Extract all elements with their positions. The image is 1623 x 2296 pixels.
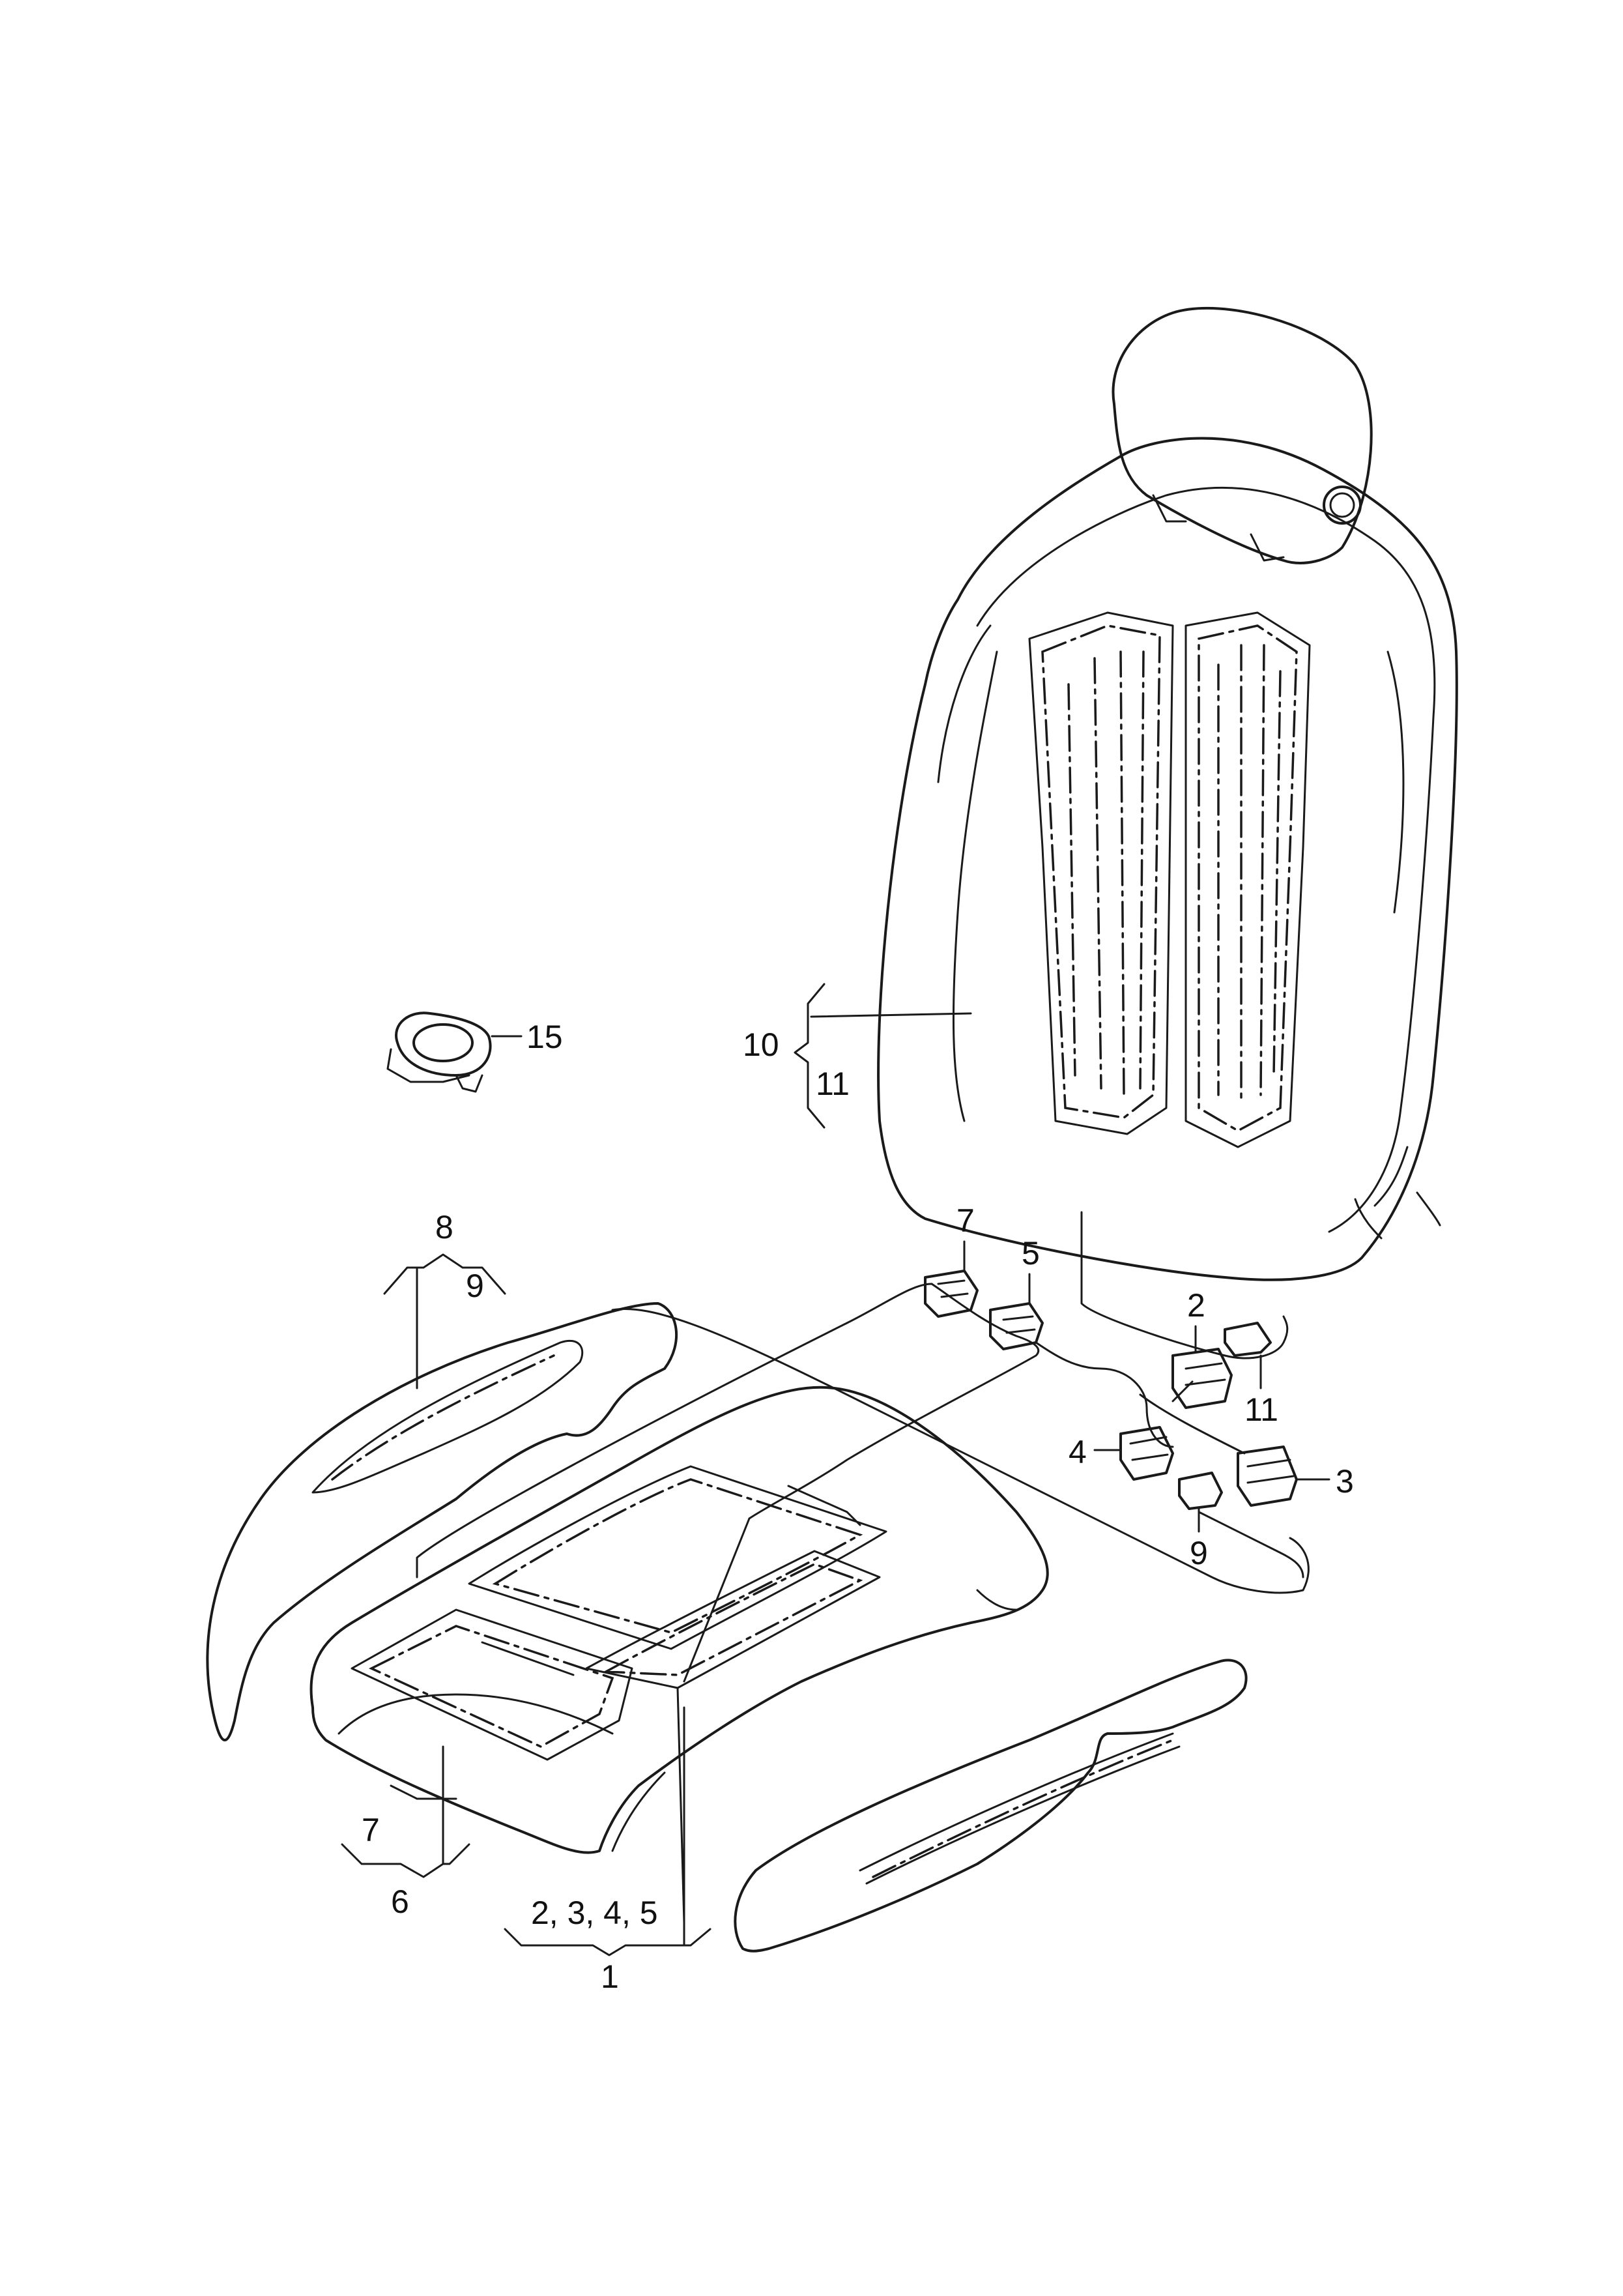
label-9-right: 9 <box>1190 1535 1208 1571</box>
headrest <box>1112 307 1373 564</box>
callout-labels: 15 10 11 8 9 7 5 2 11 4 3 9 7 6 2, 3, 4,… <box>362 1019 1354 1995</box>
label-10: 10 <box>743 1026 779 1063</box>
connector-7 <box>924 1270 979 1318</box>
connector-11 <box>1224 1322 1272 1357</box>
label-11-left: 11 <box>816 1066 850 1102</box>
label-15: 15 <box>526 1019 563 1055</box>
seat-heating-mat-rear <box>468 1465 887 1689</box>
label-3: 3 <box>1336 1463 1354 1500</box>
label-4: 4 <box>1069 1434 1087 1470</box>
label-9-left: 9 <box>466 1268 484 1304</box>
connector-3 <box>1237 1446 1298 1507</box>
label-2345: 2, 3, 4, 5 <box>531 1895 658 1931</box>
backrest-heating-mat-left <box>1028 611 1174 1135</box>
connector-9 <box>1178 1472 1223 1510</box>
label-5: 5 <box>1022 1235 1040 1272</box>
label-2: 2 <box>1187 1287 1205 1324</box>
backrest-outline <box>877 437 1458 1281</box>
connector-4 <box>1119 1426 1174 1481</box>
connector-2 <box>1171 1348 1233 1409</box>
connector-5 <box>989 1302 1044 1350</box>
label-8: 8 <box>435 1209 453 1245</box>
label-11-right: 11 <box>1244 1391 1278 1428</box>
seat-heating-mat-front <box>351 1608 633 1761</box>
label-6: 6 <box>391 1883 409 1920</box>
wiring-harness <box>416 1211 1310 1924</box>
seat-side-bolster-right <box>734 1659 1248 1953</box>
callout-leaders <box>341 983 1330 1956</box>
label-7-bottom: 7 <box>362 1812 380 1848</box>
backrest-heating-mat-right <box>1185 611 1311 1148</box>
seat-cushion <box>309 1386 1049 1854</box>
label-1: 1 <box>601 1958 619 1995</box>
seat-side-bolster-left <box>206 1302 678 1741</box>
sensor-15 <box>386 1011 492 1093</box>
label-7-top: 7 <box>956 1202 975 1239</box>
